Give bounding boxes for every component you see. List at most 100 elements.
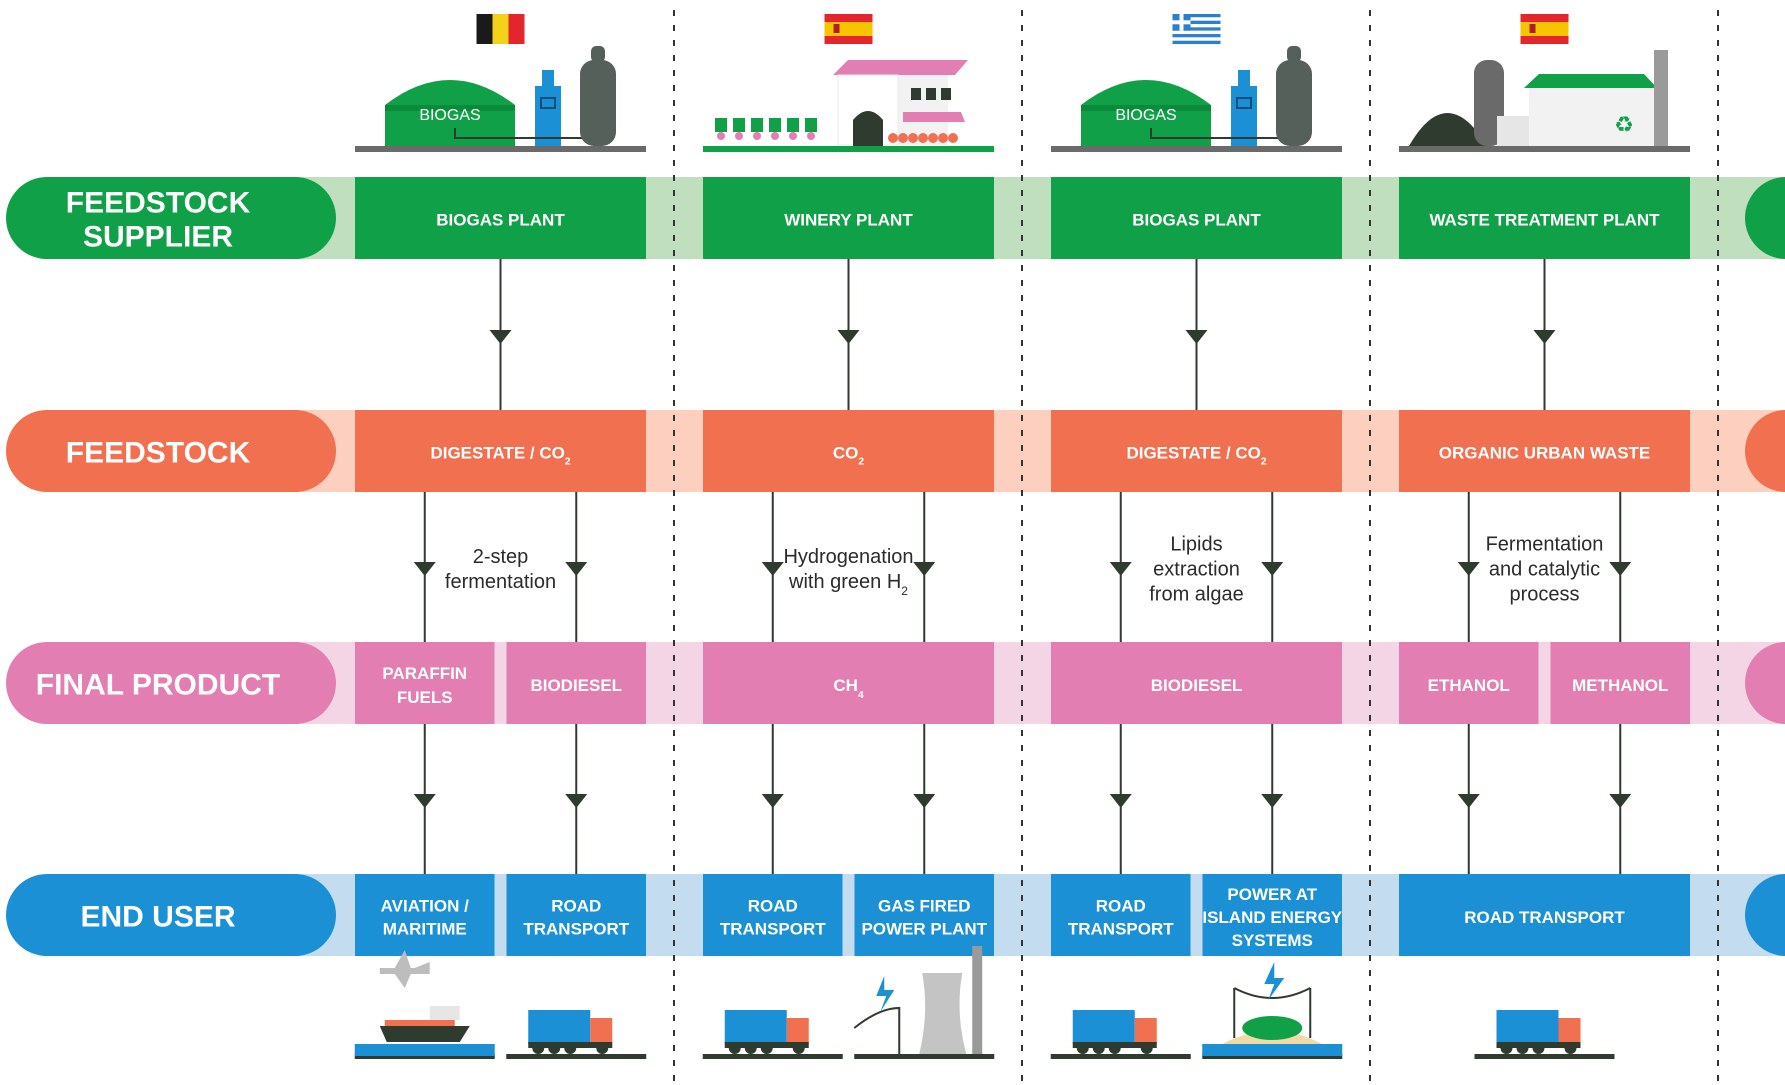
island-trees: [1242, 1016, 1303, 1040]
text-line: AVIATION /: [381, 896, 469, 915]
text-line: BIOGAS PLANT: [436, 210, 565, 229]
silo: [580, 60, 616, 146]
cell-box: [1051, 642, 1342, 724]
waste-roof: [1524, 74, 1657, 88]
cell-box: [1051, 874, 1191, 956]
truck-wheel: [548, 1042, 561, 1054]
cell-box: [1051, 177, 1342, 259]
water: [354, 1044, 495, 1056]
barrel: [938, 133, 948, 143]
text-line: FEEDSTOCK: [66, 187, 251, 220]
text-line: ROAD: [748, 896, 798, 915]
ship-bridge: [429, 1006, 460, 1020]
tank-top: [542, 70, 554, 86]
cooling-tower: [919, 973, 967, 1054]
truck-wheel: [1564, 1042, 1577, 1054]
vine: [805, 118, 817, 132]
text-line: Fermentation: [1486, 534, 1604, 556]
truck-wheel: [1092, 1042, 1105, 1054]
subscript: 2: [1261, 457, 1267, 468]
product-label: METHANOL: [1572, 676, 1668, 695]
barrel: [888, 133, 898, 143]
lane-end-cap: [1745, 410, 1785, 492]
truck-cargo: [528, 1010, 591, 1044]
ground-line: [1474, 1054, 1615, 1059]
truck-wheel: [728, 1042, 741, 1054]
arrow-head: [565, 562, 588, 576]
text-line: and catalytic: [1489, 559, 1600, 581]
water: [1202, 1044, 1343, 1056]
truck-cargo: [1072, 1010, 1135, 1044]
grape: [789, 132, 797, 140]
winery-window: [911, 88, 921, 100]
cell-box: [1399, 410, 1690, 492]
lane-end-cap: [1745, 177, 1785, 259]
flag-stripe: [1520, 22, 1569, 36]
end-user-label: AVIATION /MARITIME: [381, 896, 469, 938]
text-line: ROAD: [551, 896, 601, 915]
truck-icon: [1474, 1010, 1615, 1059]
ground-line: [1202, 1054, 1343, 1059]
arrow-head: [913, 794, 936, 808]
truck-wheel: [744, 1042, 757, 1054]
text-line: FUELS: [397, 688, 453, 707]
lightning-icon: [1264, 962, 1285, 1000]
ground-line: [1399, 146, 1690, 152]
dome-band: [1081, 105, 1211, 111]
feedstock-label: DIGESTATE / CO2: [1126, 443, 1266, 467]
arrow-head: [761, 562, 784, 576]
flag-stripe: [1172, 27, 1221, 31]
truck-wheel: [564, 1042, 577, 1054]
text-line: with green H: [788, 571, 901, 593]
subscript: 2: [901, 584, 908, 598]
blue-tank: [1231, 86, 1257, 146]
truck-wheel: [1140, 1042, 1153, 1054]
cell-box: [703, 410, 994, 492]
text-line: SYSTEMS: [1232, 931, 1313, 950]
flag-crest: [833, 24, 840, 33]
end-user-cell: ROAD TRANSPORT: [1399, 874, 1690, 956]
product-label: BIODIESEL: [530, 676, 622, 695]
text-line: DIGESTATE / CO: [1126, 443, 1260, 462]
winery-roof: [833, 60, 968, 75]
vine: [733, 118, 745, 132]
product-cell: BIODIESEL: [506, 642, 646, 724]
text-line: TRANSPORT: [1068, 919, 1174, 938]
cell-box: [1550, 642, 1690, 724]
chimney: [972, 946, 983, 1054]
ground-line: [1050, 1054, 1191, 1059]
text-line: METHANOL: [1572, 676, 1668, 695]
truck-cab: [1558, 1018, 1581, 1044]
supplier-label: BIOGAS PLANT: [436, 210, 565, 229]
flag-cross: [1172, 20, 1191, 25]
feedstock-label: ORGANIC URBAN WASTE: [1439, 443, 1651, 462]
cell-box: [1051, 410, 1342, 492]
power-plant-icon: [853, 946, 995, 1059]
flag-icon-spain: [824, 14, 873, 44]
feedstock-cell: CO2: [703, 410, 994, 492]
product-cell: BIODIESEL: [1051, 642, 1342, 724]
flag-stripe: [824, 22, 873, 36]
waste-mound: [1409, 113, 1487, 146]
row-label: FEEDSTOCK: [66, 437, 251, 470]
digester-dome: [385, 80, 515, 146]
arrow-head: [489, 330, 512, 344]
lightning-icon: [876, 976, 895, 1012]
flag-stripe: [492, 14, 509, 44]
text-line: CH: [833, 676, 858, 695]
flag-stripe: [1172, 24, 1221, 28]
row-label-pill-tail: [200, 642, 298, 724]
arrow-head: [1609, 794, 1632, 808]
arrow-head: [1261, 562, 1284, 576]
end-user-cell: AVIATION /MARITIME: [355, 874, 495, 956]
ground-line: [354, 1054, 495, 1059]
text-line: extraction: [1153, 559, 1240, 581]
text-line: WASTE TREATMENT PLANT: [1429, 210, 1660, 229]
island-energy-icon: [1202, 962, 1343, 1059]
flag-stripe: [1172, 20, 1221, 25]
feedstock-cell: DIGESTATE / CO2: [355, 410, 646, 492]
barrel: [948, 133, 958, 143]
